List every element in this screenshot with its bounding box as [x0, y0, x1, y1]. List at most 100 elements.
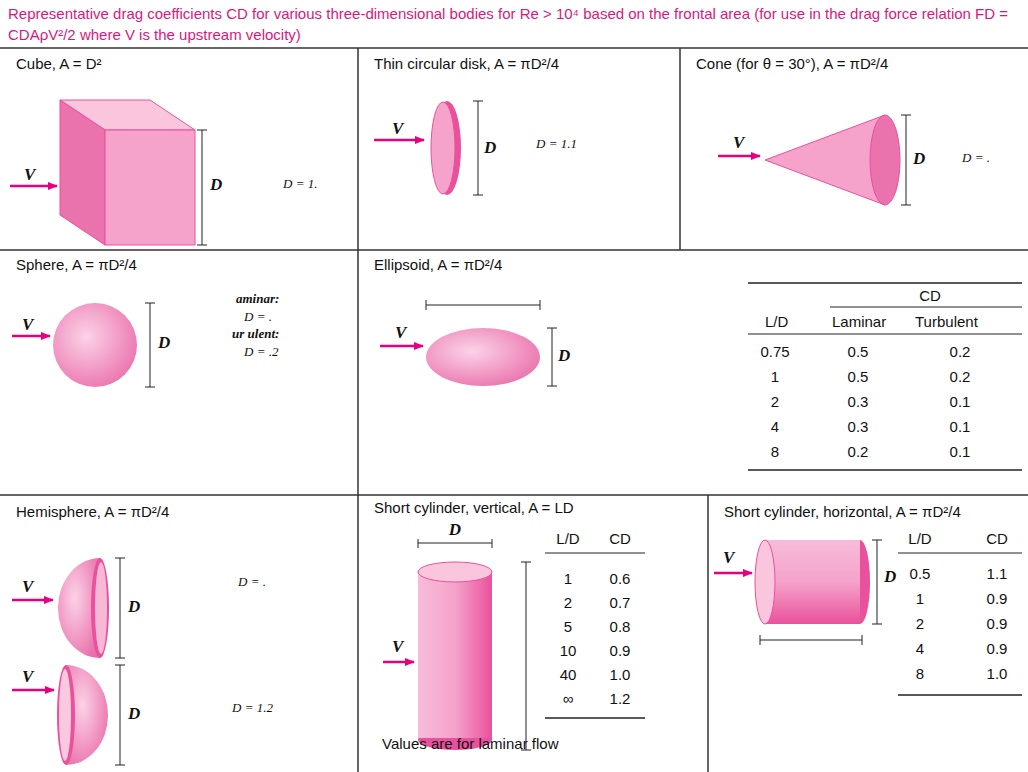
figure-symbol: V — [22, 578, 33, 596]
flow-arrow — [714, 572, 752, 575]
dimension-bracket — [426, 300, 557, 386]
table-cell-text: 2 — [564, 594, 572, 611]
table-rules — [748, 283, 1022, 470]
table-cell-text: 2 — [771, 393, 779, 410]
table-cell-text: L/D — [908, 530, 931, 547]
cube-figure — [60, 100, 195, 245]
drag-coefficient: D = . — [244, 309, 272, 324]
horizontal-cylinder-figure — [755, 540, 870, 624]
disk-figure — [431, 101, 461, 195]
cell-caption: Cube, A = D² — [16, 55, 101, 73]
figure-heading: Representative drag coefficients CD for … — [8, 3, 1020, 45]
flow-arrow — [10, 185, 57, 188]
table-cell-text: 8 — [771, 443, 779, 460]
table-cell: Short cylinder, vertical, A = LD — [358, 495, 708, 772]
table-cell-text: 0.1 — [950, 443, 971, 460]
table-cell-text: 0.9 — [987, 615, 1008, 632]
table-cell-text: 0.2 — [950, 343, 971, 360]
flow-arrow — [12, 689, 54, 692]
table-cell: Cube, A = D² — [0, 48, 358, 250]
vertical-cylinder-figure — [418, 562, 492, 750]
cell-caption: Thin circular disk, A = πD²/4 — [374, 55, 559, 73]
figure-symbol: D — [158, 334, 170, 352]
table-cell-text: 8 — [916, 665, 924, 682]
figure-symbol: V — [392, 120, 403, 138]
cone-figure — [765, 115, 900, 205]
table-cell-text: Values are for laminar flow — [382, 735, 558, 752]
figure-symbol: V — [22, 668, 33, 686]
figure-symbol: V — [24, 166, 35, 184]
dimension-bracket — [115, 665, 125, 765]
table-cell-text: Turbulent — [915, 313, 978, 330]
figure-symbol: V — [22, 316, 33, 334]
dimension-bracket — [115, 558, 125, 658]
table-cell-text: 0.2 — [950, 368, 971, 385]
flow-regime: aminar: — [236, 291, 279, 306]
figure-symbol: D — [128, 598, 140, 616]
hemisphere-figure — [57, 665, 108, 765]
table-cell-text: 0.7 — [610, 594, 631, 611]
cell-caption: Sphere, A = πD²/4 — [16, 256, 137, 274]
grid-rules — [0, 48, 1028, 772]
table-rules — [898, 553, 1022, 695]
table-cell-text: L/D — [765, 313, 788, 330]
table-cell-text: 1.2 — [610, 690, 631, 707]
table-cell-text: 4 — [771, 418, 779, 435]
dimension-bracket — [901, 115, 911, 205]
table-cell-text: 40 — [560, 666, 577, 683]
table-cell-text: 5 — [564, 618, 572, 635]
table-cell-text: 4 — [916, 640, 924, 657]
figure-symbol: D — [449, 521, 461, 539]
table-cell: Sphere, A = πD²/4 — [0, 250, 358, 495]
drag-coefficient: D = 1.1 — [536, 136, 577, 151]
table-cell: Short cylinder, horizontal, A = πD²/4 — [708, 495, 1028, 772]
table-cell-text: L/D — [556, 530, 579, 547]
figure-symbol: D — [913, 150, 925, 168]
table-cell-text: 0.5 — [848, 368, 869, 385]
table-cell: Cone (for θ = 30°), A = πD²/4 — [680, 48, 1028, 250]
dimension-bracket — [197, 130, 207, 245]
table-cell-text: Laminar — [832, 313, 886, 330]
table-cell-text: 1.0 — [987, 665, 1008, 682]
cell-caption: Short cylinder, horizontal, A = πD²/4 — [724, 503, 961, 521]
table-cell: Hemisphere, A = πD²/4 — [0, 495, 358, 772]
figure-symbol: V — [733, 134, 744, 152]
cell-caption: Cone (for θ = 30°), A = πD²/4 — [696, 55, 888, 73]
table-cell-text: 1 — [771, 368, 779, 385]
table-cell-text: 1 — [564, 570, 572, 587]
table-cell-text: 0.1 — [950, 418, 971, 435]
drag-coefficient: D = .2 — [244, 344, 278, 359]
table-cell-text: 0.8 — [610, 618, 631, 635]
sphere-figure — [53, 303, 137, 387]
table-cell: Ellipsoid, A = πD²/4 — [358, 250, 1028, 495]
table-cell: Thin circular disk, A = πD²/4 — [358, 48, 680, 250]
flow-regime: ur ulent: — [232, 326, 279, 341]
figure-symbol: D — [884, 568, 896, 586]
table-cell-text: 0.75 — [760, 343, 789, 360]
drag-coefficient: D = 1. — [283, 176, 317, 191]
table-rules — [545, 553, 645, 718]
figure-symbol: V — [395, 324, 406, 342]
flow-arrow — [380, 345, 423, 348]
figure-symbol: D — [558, 347, 570, 365]
flow-arrow — [383, 661, 414, 664]
flow-arrow — [12, 599, 53, 602]
hemisphere-figure — [58, 558, 109, 658]
figure-symbol: D — [484, 139, 496, 157]
drag-coefficient: D = . — [962, 150, 990, 165]
figure-symbol: V — [723, 549, 734, 567]
table-cell-text: 2 — [916, 615, 924, 632]
cell-caption: Hemisphere, A = πD²/4 — [16, 503, 169, 521]
ellipsoid-figure — [426, 328, 540, 386]
dimension-bracket — [760, 540, 882, 645]
cell-caption: Short cylinder, vertical, A = LD — [374, 499, 574, 517]
figure-symbol: D — [128, 705, 140, 723]
table-cell-text: 0.1 — [950, 393, 971, 410]
dimension-bracket — [418, 539, 531, 750]
table-cell-text: 0.3 — [848, 418, 869, 435]
dimension-bracket — [473, 101, 483, 195]
dimension-bracket — [145, 303, 155, 387]
table-cell-text: CD — [609, 530, 631, 547]
table-cell-text: 0.9 — [987, 590, 1008, 607]
